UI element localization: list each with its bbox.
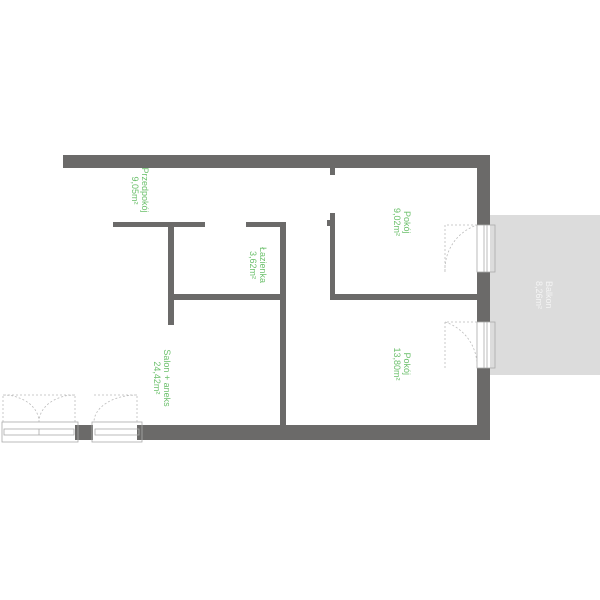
room-area: 8,26m²: [534, 280, 544, 310]
wall-hall-a: [113, 222, 205, 227]
room-name: Łazienka: [258, 246, 268, 284]
wall-bottom: [137, 425, 490, 440]
window-right-2: [476, 321, 496, 369]
wall-room-left: [330, 213, 335, 300]
room-name: Przedpokój: [140, 167, 150, 213]
door-arc-room2: [444, 321, 478, 369]
door-arc-salon-2: [38, 394, 76, 423]
room-name: Salon + aneks: [162, 349, 172, 407]
room-area: 3,62m²: [248, 250, 258, 279]
windows: [1, 224, 496, 443]
door-arc-salon-1: [2, 394, 40, 423]
room-area: 24,42m²: [152, 361, 162, 395]
balcony: [490, 215, 600, 375]
wall-bath-right: [280, 222, 286, 425]
room-area: 9,02m²: [392, 207, 402, 237]
room-area: 13,80m²: [392, 347, 402, 381]
wall-bath-bottom: [168, 294, 286, 300]
wall-right-mid: [477, 272, 490, 322]
room-name: Pokój: [402, 210, 412, 234]
walls: [63, 155, 490, 440]
room-name: Balkon: [544, 281, 554, 309]
door-arc-salon-3: [93, 394, 138, 423]
wall-top: [63, 155, 490, 168]
wall-top-stub: [330, 168, 335, 175]
wall-hall-b: [246, 222, 286, 227]
door-swings: [2, 224, 478, 423]
wall-room-bottom: [330, 294, 477, 300]
window-right-1: [476, 224, 496, 273]
room-area: 9,05m²: [130, 175, 140, 204]
room-name: Pokój: [402, 352, 412, 376]
wall-bath-left: [168, 222, 174, 325]
window-bottom-2: [91, 421, 143, 443]
window-bottom-1: [1, 421, 79, 443]
door-arc-room1: [444, 224, 478, 273]
wall-right-bottom: [477, 368, 490, 440]
wall-right-top: [477, 155, 490, 225]
wall-room-stub: [327, 220, 331, 226]
wall-bottom-pier: [75, 425, 93, 440]
